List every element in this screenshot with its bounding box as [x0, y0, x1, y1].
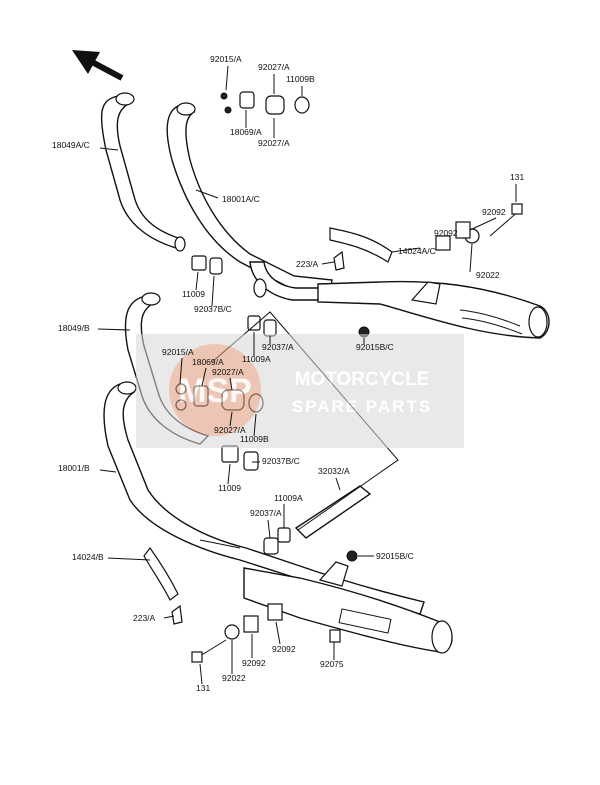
label-18069a-mid: 18069/A: [192, 357, 224, 367]
pipe-32032a: [294, 485, 372, 539]
muffler-bracket-lower: [318, 561, 349, 587]
label-92027a-mid2: 92027/A: [214, 425, 246, 435]
label-18069a-top: 18069/A: [230, 127, 262, 137]
label-11009b-top: 11009B: [286, 74, 315, 84]
ring-11009b-upper: [294, 96, 310, 114]
heat-shield-upper: [329, 227, 393, 263]
label-131-right: 131: [510, 172, 524, 182]
label-92022-bot: 92022: [222, 673, 246, 683]
label-92015bc-top: 92015B/C: [356, 342, 394, 352]
watermark-line2: SPARE PARTS: [292, 397, 432, 416]
head-pipe-end-upper: [176, 102, 196, 116]
label-92092-bot1: 92092: [242, 658, 266, 668]
label-92037bc-top: 92037B/C: [194, 304, 232, 314]
label-18049b: 18049/B: [58, 323, 90, 333]
gasket-18069a-upper: [239, 91, 255, 109]
clamp-92027a-upper: [265, 95, 285, 115]
muffler-badge-lower: [338, 608, 392, 634]
heat-shield-lower: [143, 546, 179, 601]
clamp-92037a-mid: [263, 537, 279, 555]
label-92037a-top: 92037/A: [262, 342, 294, 352]
label-92027a-top2: 92027/A: [258, 138, 290, 148]
head-pipe-end-lower: [117, 381, 137, 395]
clamp-92037bc-upper: [209, 257, 223, 275]
pipe-end-lower: [141, 292, 161, 306]
ring-11009-mid: [221, 445, 239, 463]
connector-ring-upper: [253, 278, 267, 298]
spacer-92092-lower-1: [267, 603, 283, 621]
watermark-logo-icon: [169, 344, 261, 436]
label-11009a-top: 11009A: [242, 354, 271, 364]
upper-exhaust-assembly: [100, 91, 550, 339]
label-11009-mid: 11009: [218, 483, 241, 493]
label-11009b-mid: 11009B: [240, 434, 269, 444]
label-92092-right2: 92092: [434, 228, 458, 238]
nut-92015bc-lower: [346, 550, 358, 562]
label-14024ac: 14024A/C: [398, 246, 436, 256]
label-11009a-mid: 11009A: [274, 493, 303, 503]
muffler-detail-upper-2: [461, 317, 523, 335]
bolt-223a-lower: [171, 604, 183, 625]
nut-92015a-upper-2: [224, 106, 232, 114]
bolt-131-lower: [191, 651, 203, 663]
label-92015a-mid: 92015/A: [162, 347, 194, 357]
part-labels: 92015/A 92027/A 11009B 18069/A 92027/A 1…: [52, 54, 524, 693]
leader-lines: [97, 65, 517, 685]
muffler-bracket-upper: [410, 281, 441, 305]
label-131-bot: 131: [196, 683, 210, 693]
muffler-tip-lower: [431, 620, 453, 654]
spacer-92092-lower-2: [243, 615, 259, 633]
ring-11009-upper: [191, 255, 207, 271]
pipe-end-upper-low: [174, 236, 186, 252]
label-223a-top: 223/A: [296, 259, 319, 269]
watermark-line1: MOTORCYCLE: [295, 369, 430, 390]
label-92037bc-mid: 92037B/C: [262, 456, 300, 466]
watermark-background: [136, 334, 464, 448]
watermark: MSP MOTORCYCLE SPARE PARTS: [136, 334, 464, 448]
nut-92075: [329, 629, 341, 643]
label-18049ac: 18049A/C: [52, 140, 90, 150]
pipe-end-upper: [115, 92, 135, 106]
clamp-92037a-upper: [263, 319, 277, 337]
ring-11009a-mid: [277, 527, 291, 543]
bolt-131-upper: [511, 203, 523, 215]
label-32032a: 32032/A: [318, 466, 350, 476]
label-92015a-top: 92015/A: [210, 54, 242, 64]
label-18001b: 18001/B: [58, 463, 90, 473]
spacer-92092-upper: [455, 221, 471, 239]
front-direction-arrow-icon: [72, 50, 124, 81]
label-92092-right1: 92092: [482, 207, 506, 217]
washer-92022-lower: [224, 624, 240, 640]
muffler-detail-upper: [459, 309, 521, 327]
label-92092-bot2: 92092: [272, 644, 296, 654]
label-92037a-mid: 92037/A: [250, 508, 282, 518]
label-18001ac: 18001A/C: [222, 194, 260, 204]
label-11009-top: 11009: [182, 289, 205, 299]
watermark-logo: MSP: [178, 372, 252, 410]
label-223a-bot: 223/A: [133, 613, 156, 623]
label-92022-right: 92022: [476, 270, 500, 280]
nut-92015a-upper-1: [220, 92, 228, 100]
label-92015bc-bot: 92015B/C: [376, 551, 414, 561]
label-92075: 92075: [320, 659, 344, 669]
label-14024b: 14024/B: [72, 552, 104, 562]
ring-11009a-upper: [247, 315, 261, 331]
clamp-92037bc-mid: [243, 451, 259, 471]
label-92027a-mid1: 92027/A: [212, 367, 244, 377]
spacer-92092-upper-2: [435, 235, 451, 251]
label-92027a-top1: 92027/A: [258, 62, 290, 72]
bolt-223a-upper: [333, 250, 345, 271]
muffler-tip-upper: [528, 306, 548, 338]
